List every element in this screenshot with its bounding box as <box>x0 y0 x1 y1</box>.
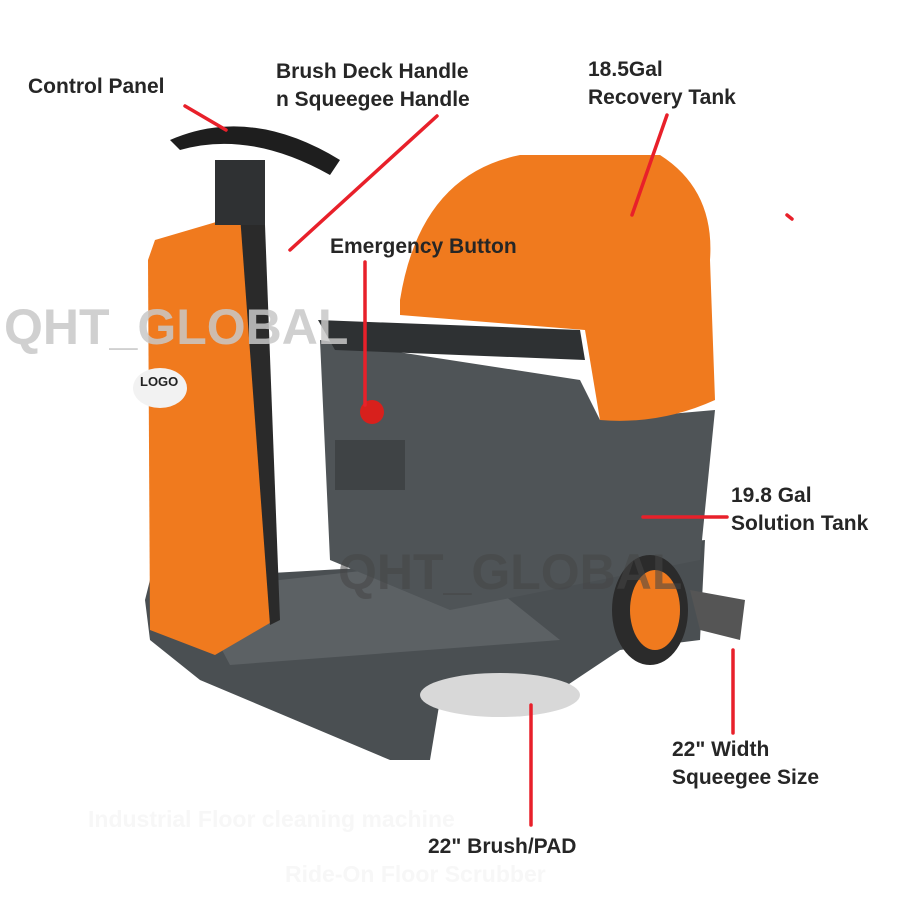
pointer-brush-handle <box>288 114 439 252</box>
pointer-control-panel <box>183 104 228 132</box>
label-recovery-1: 18.5Gal <box>588 58 663 81</box>
steering-post <box>215 160 265 225</box>
recovery-tank <box>400 155 715 421</box>
label-recovery-2: Recovery Tank <box>588 86 736 109</box>
label-brush-handle-1: Brush Deck Handle <box>276 60 469 83</box>
logo-text: LOGO <box>140 374 179 389</box>
label-brush-handle-2: n Squeegee Handle <box>276 88 470 111</box>
watermark-top: QHT_GLOBAL <box>4 299 349 355</box>
seat <box>318 320 585 360</box>
machine-body <box>320 340 715 610</box>
pointer-recovery-tank <box>630 113 669 217</box>
label-squeegee-1: 22" Width <box>672 738 770 761</box>
label-brush-pad: 22" Brush/PAD <box>428 835 577 858</box>
label-control-panel: Control Panel <box>28 75 165 98</box>
caption-industrial: Industrial Floor cleaning machine <box>88 806 455 832</box>
label-emergency: Emergency Button <box>330 235 517 258</box>
squeegee <box>690 590 745 640</box>
label-squeegee-2: Squeegee Size <box>672 766 820 789</box>
label-solution-2: Solution Tank <box>731 512 869 535</box>
steering-column <box>148 215 275 655</box>
pointer-lines <box>183 104 794 827</box>
steering-wheel <box>170 126 340 175</box>
logo-badge <box>133 368 187 408</box>
label-solution-1: 19.8 Gal <box>731 484 812 507</box>
brush-deck <box>420 673 580 717</box>
caption-ride-on: Ride-On Floor Scrubber <box>285 861 546 887</box>
vent <box>335 440 405 490</box>
pointer-stray <box>785 213 794 221</box>
watermark-center: QHT_GLOBAL <box>338 544 683 600</box>
